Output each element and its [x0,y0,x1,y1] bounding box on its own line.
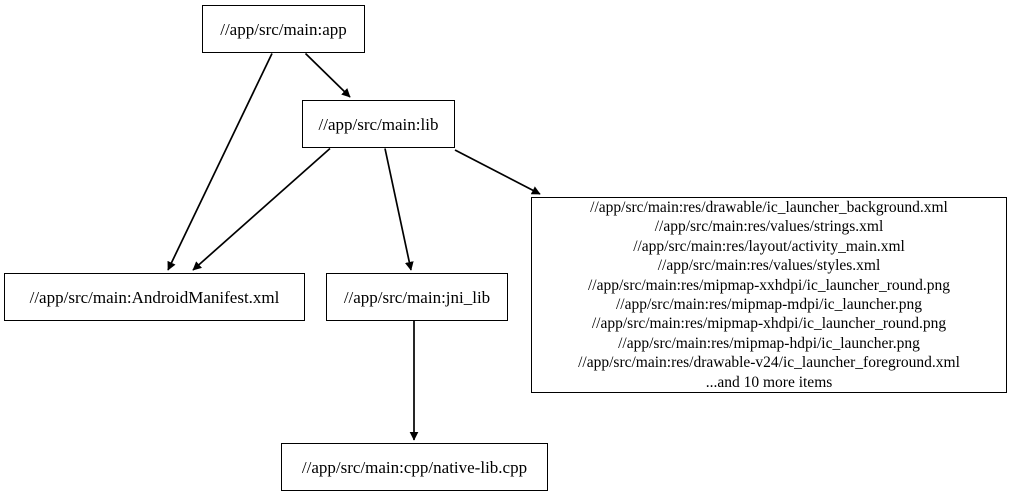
edge-lib-to-manifest [192,147,331,271]
graph-node-android-manifest[interactable]: //app/src/main:AndroidManifest.xml [4,273,305,321]
graph-node-lib[interactable]: //app/src/main:lib [302,100,455,148]
graph-node-native-lib-cpp[interactable]: //app/src/main:cpp/native-lib.cpp [281,443,548,491]
graph-node-res-group[interactable]: //app/src/main:res/drawable/ic_launcher_… [531,197,1007,393]
edge-app-to-manifest [167,53,273,271]
edge-app-to-lib [304,52,351,98]
edge-lib-to-jni-lib [384,148,414,271]
graph-node-jni-lib[interactable]: //app/src/main:jni_lib [326,273,508,321]
graph-node-app[interactable]: //app/src/main:app [202,5,365,53]
edge-lib-to-res [454,149,541,195]
